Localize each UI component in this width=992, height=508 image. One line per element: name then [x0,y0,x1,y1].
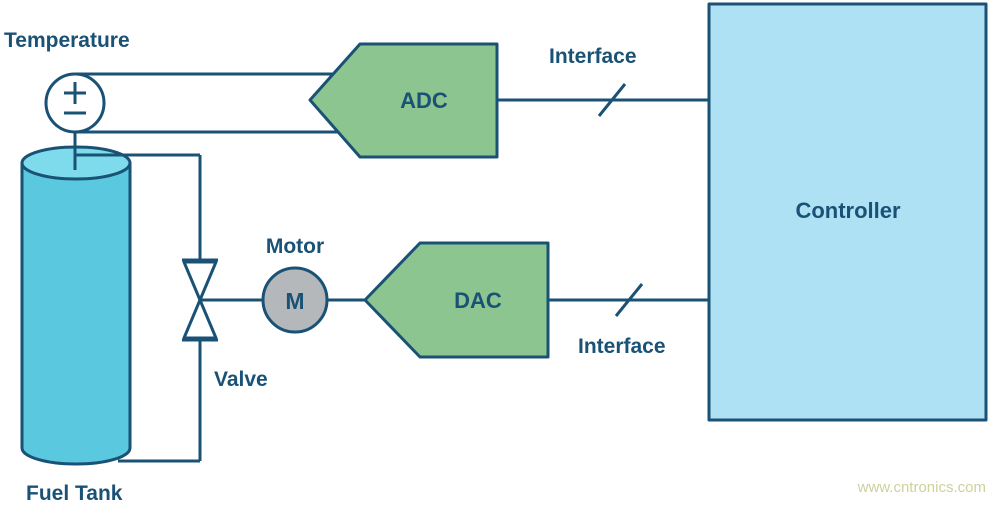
motor-circle-icon [261,266,329,334]
temperature-sensor [44,72,106,134]
temperature-label: Temperature [4,29,130,52]
controller-shape [707,2,988,422]
dac-label: DAC [454,288,502,313]
bus-slash-top-icon [597,83,627,117]
valve-lower-triangle-icon [182,298,218,340]
motor-label: Motor [266,235,324,258]
plus-icon [64,82,86,104]
bus-slash-bottom-icon [614,283,644,317]
dac-block: DAC [363,241,550,359]
fuel-tank [20,145,132,466]
motor: M [261,266,329,334]
valve-upper-triangle-icon [182,260,218,302]
controller-label: Controller [795,198,901,223]
dac-shape [363,241,550,359]
motor-symbol-label: M [285,288,304,314]
fuel-tank-label: Fuel Tank [26,482,123,505]
controller-block: Controller [707,2,988,422]
fuel-tank-body [20,161,132,466]
interface-top-label: Interface [549,45,637,68]
valve-symbol [182,258,218,342]
watermark: www.cntronics.com [857,479,986,496]
adc-shape [308,42,499,159]
valve-label: Valve [214,368,268,391]
wires [75,72,712,463]
adc-label: ADC [400,88,448,113]
interface-bottom-label: Interface [578,335,666,358]
adc-block: ADC [308,42,499,159]
